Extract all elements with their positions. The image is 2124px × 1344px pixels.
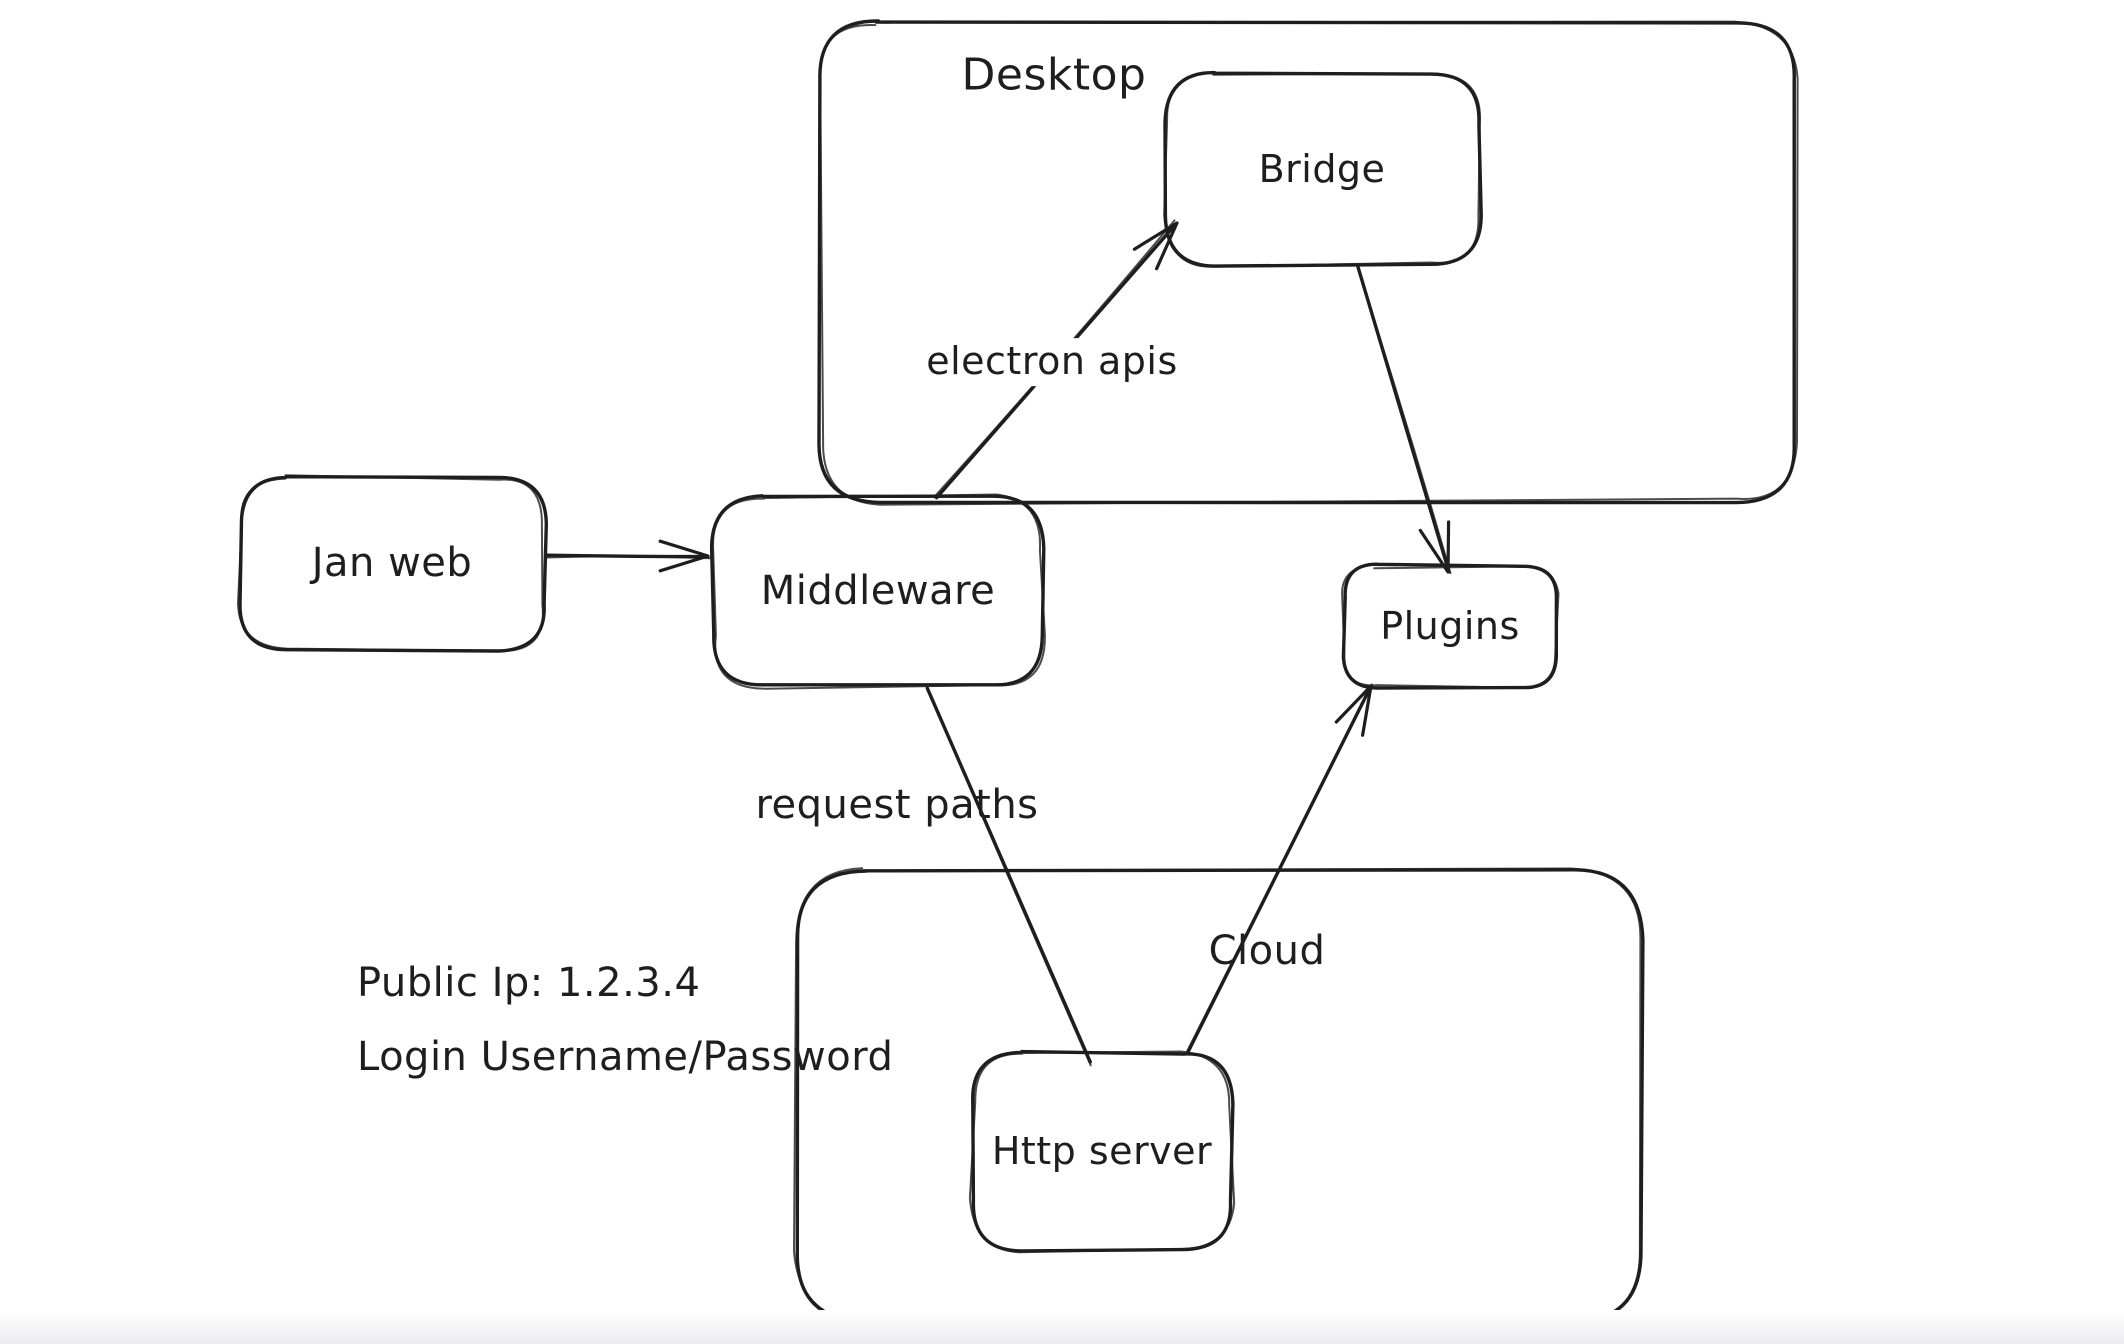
edge-label-electron-apis[interactable]: electron apis	[914, 338, 1190, 386]
edge-bridge-to-plugins[interactable]	[1356, 265, 1452, 574]
edge-middleware-to-httpserver[interactable]	[925, 685, 1092, 1067]
sketch-stroke	[658, 539, 710, 573]
sketch-stroke	[1334, 684, 1373, 737]
annotation-login: Login Username/Password	[357, 1034, 894, 1080]
container-desktop-label[interactable]: Desktop	[961, 49, 1147, 101]
node-middleware-shape[interactable]	[709, 493, 1046, 690]
sketch-stroke	[925, 685, 1092, 1067]
node-http-server-shape[interactable]	[968, 1049, 1236, 1254]
container-cloud-label[interactable]: Cloud	[1208, 928, 1326, 974]
sketch-stroke	[1418, 520, 1451, 574]
edge-label-request-paths[interactable]: request paths	[755, 782, 1039, 828]
sketch-stroke	[819, 20, 1799, 506]
sketch-stroke	[712, 493, 1046, 690]
sketch-stroke	[1163, 71, 1481, 268]
sketch-stroke	[1132, 221, 1179, 271]
node-bridge-label[interactable]: Bridge	[1258, 147, 1386, 192]
node-middleware-label[interactable]: Middleware	[760, 568, 996, 614]
node-plugins-shape[interactable]	[1341, 562, 1560, 690]
annotation-public-ip: Public Ip: 1.2.3.4	[357, 960, 701, 1006]
node-http-server-label[interactable]: Http server	[991, 1129, 1213, 1174]
sketch-stroke	[968, 1050, 1236, 1254]
annotation-credentials[interactable]: Public Ip: 1.2.3.4 Login Username/Passwo…	[357, 946, 893, 1094]
sketch-stroke	[237, 474, 544, 652]
bottom-fade-gradient	[0, 1310, 2124, 1344]
node-jan-web-shape[interactable]	[237, 474, 548, 653]
node-plugins-label[interactable]: Plugins	[1380, 604, 1520, 649]
sketch-stroke	[1186, 683, 1373, 1052]
sketch-stroke	[546, 555, 712, 560]
node-bridge-shape[interactable]	[1163, 70, 1483, 268]
edge-httpserver-to-plugins[interactable]	[1185, 683, 1373, 1055]
edge-janweb-to-middleware[interactable]	[544, 539, 712, 573]
container-desktop-shape[interactable]	[817, 19, 1799, 506]
sketch-stroke	[1341, 563, 1560, 689]
sketch-stroke	[1356, 265, 1452, 574]
node-jan-web-label[interactable]: Jan web	[311, 540, 473, 586]
